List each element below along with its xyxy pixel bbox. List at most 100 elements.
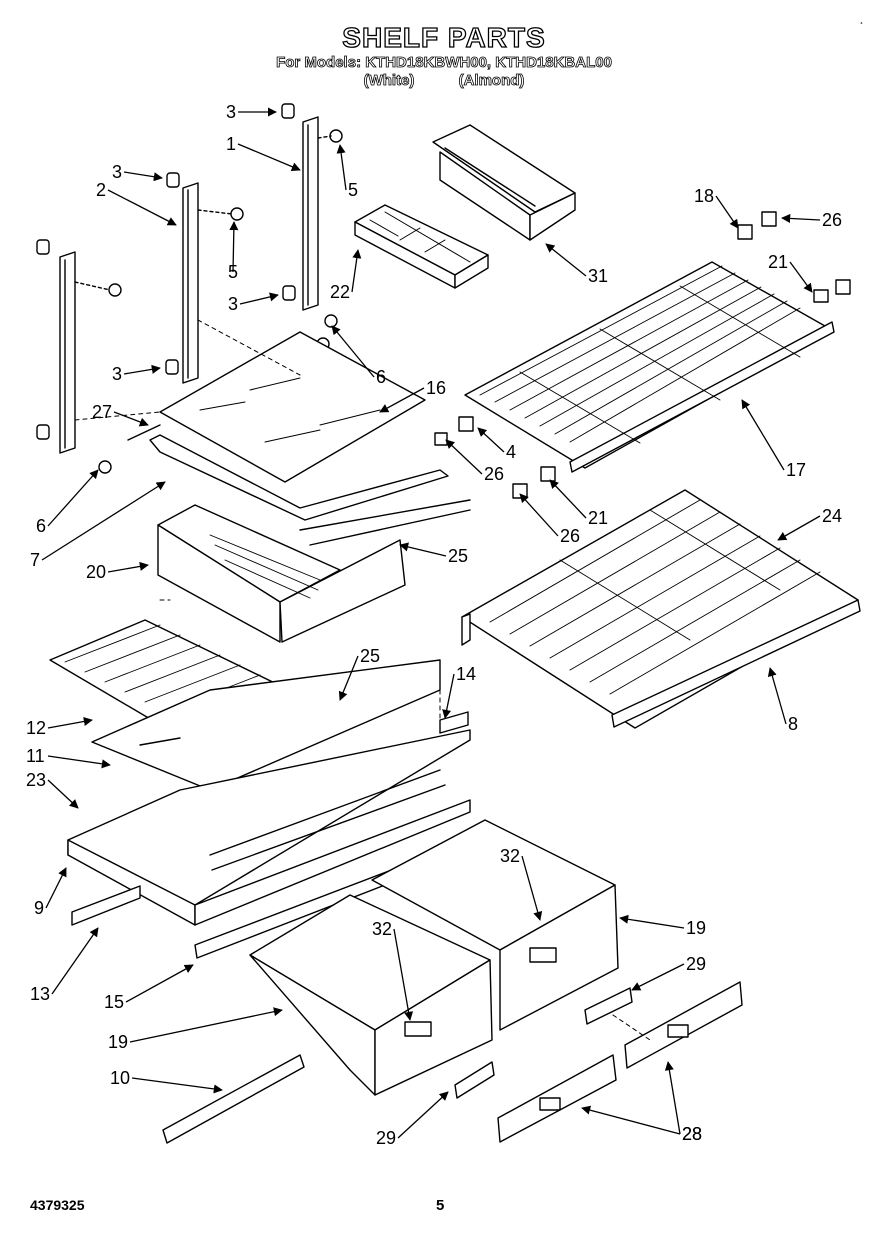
callout-label-5: 5	[348, 180, 358, 200]
callout-label-19: 19	[108, 1032, 128, 1052]
door-bin	[432, 124, 576, 241]
document-number: 4379325	[30, 1197, 85, 1213]
leader-line-5	[336, 144, 347, 191]
callout-label-6: 6	[36, 516, 46, 536]
screws	[74, 129, 343, 474]
callout-label-13: 13	[30, 984, 50, 1004]
leader-line-32	[393, 928, 414, 1021]
corner-mark: ¸	[860, 14, 864, 25]
callout-label-4: 4	[506, 442, 516, 462]
page-header: SHELF PARTS For Models: KTHD18KBWH00, KT…	[0, 21, 888, 90]
leader-line-22	[351, 249, 362, 293]
leader-line-27	[113, 411, 149, 427]
leader-line-28	[664, 1061, 681, 1135]
callout-label-19: 19	[686, 918, 706, 938]
leader-line-6	[47, 469, 99, 527]
leader-line-19	[129, 1007, 283, 1043]
callout-label-23: 23	[26, 770, 46, 790]
callout-label-3: 3	[228, 294, 238, 314]
leader-line-26	[445, 439, 483, 475]
leader-line-4	[477, 427, 505, 453]
callout-label-26: 26	[822, 210, 842, 230]
leader-line-24	[777, 515, 821, 541]
callout-label-28: 28	[682, 1124, 702, 1144]
callout-label-7: 7	[30, 550, 40, 570]
callout-label-29: 29	[686, 954, 706, 974]
leader-line-2	[107, 189, 177, 226]
leader-line-18	[715, 195, 739, 229]
callout-label-1: 1	[226, 134, 236, 154]
leader-line-3	[123, 364, 161, 375]
callout-label-26: 26	[560, 526, 580, 546]
leader-line-25	[338, 655, 359, 701]
leader-line-8	[767, 667, 787, 725]
callout-label-8: 8	[788, 714, 798, 734]
leader-line-20	[107, 561, 149, 573]
trim-strip-10	[162, 1054, 305, 1144]
callout-label-32: 32	[372, 919, 392, 939]
leader-line-26	[781, 213, 821, 223]
models-line: For Models: KTHD18KBWH00, KTHD18KBAL00	[276, 54, 613, 72]
callout-label-29: 29	[376, 1128, 396, 1148]
rail-caps	[36, 103, 296, 440]
callout-label-21: 21	[768, 252, 788, 272]
callout-label-11: 11	[26, 746, 45, 766]
callout-label-18: 18	[694, 186, 714, 206]
callout-label-5: 5	[228, 262, 238, 282]
callout-label-14: 14	[456, 664, 476, 684]
pan-glass-cover	[91, 659, 441, 791]
leader-line-6	[331, 325, 375, 378]
leader-line-10	[131, 1077, 223, 1094]
leader-line-3	[123, 171, 163, 182]
right-drawer	[371, 819, 619, 1031]
callout-label-26: 26	[484, 464, 504, 484]
leader-line-1	[237, 143, 301, 172]
leader-line-15	[125, 964, 194, 1003]
lower-wire-shelf	[461, 489, 861, 729]
callout-label-12: 12	[26, 718, 46, 738]
variant-almond: (Almond)	[458, 72, 525, 90]
leader-line-25	[399, 542, 447, 557]
callout-label-21: 21	[588, 508, 608, 528]
callout-label-25: 25	[448, 546, 468, 566]
leader-line-13	[51, 927, 99, 995]
rail-2-middle	[182, 182, 199, 384]
callout-label-2: 2	[96, 180, 106, 200]
callout-label-3: 3	[112, 364, 122, 384]
callout-label-3: 3	[226, 102, 236, 122]
callout-label-10: 10	[110, 1068, 130, 1088]
leader-line-16	[379, 387, 425, 413]
leader-line-17	[741, 399, 785, 471]
callout-label-24: 24	[822, 506, 842, 526]
leader-line-21	[549, 479, 587, 519]
rail-1-right	[302, 116, 319, 311]
ice-cube-tray	[354, 204, 489, 289]
rail-1-left	[59, 251, 76, 454]
leader-line-32	[521, 855, 543, 921]
variant-white: (White)	[363, 72, 415, 90]
meat-pan-housing	[67, 729, 471, 926]
callout-label-20: 20	[86, 562, 106, 582]
upper-wire-shelf	[464, 261, 835, 473]
shelf-clips	[434, 211, 851, 499]
dashed-connectors	[74, 319, 651, 1041]
callout-label-31: 31	[588, 266, 608, 286]
callout-label-28: 28	[682, 1124, 702, 1144]
leader-line-26	[519, 493, 559, 537]
leader-line-3	[239, 292, 279, 305]
callout-label-3: 3	[112, 162, 122, 182]
leader-line-12	[47, 716, 93, 729]
callout-label-16: 16	[426, 378, 446, 398]
leader-line-14	[442, 673, 455, 719]
glass-shelf-cover	[159, 331, 426, 483]
left-drawer	[249, 894, 493, 1096]
callout-label-25: 25	[360, 646, 380, 666]
callout-label-27: 27	[92, 402, 112, 422]
page-number: 5	[436, 1197, 445, 1214]
callout-label-22: 22	[330, 282, 350, 302]
leader-line-23	[47, 779, 79, 809]
callout-label-9: 9	[34, 898, 44, 918]
leader-line-19	[619, 914, 685, 929]
callout-label-6: 6	[376, 367, 386, 387]
